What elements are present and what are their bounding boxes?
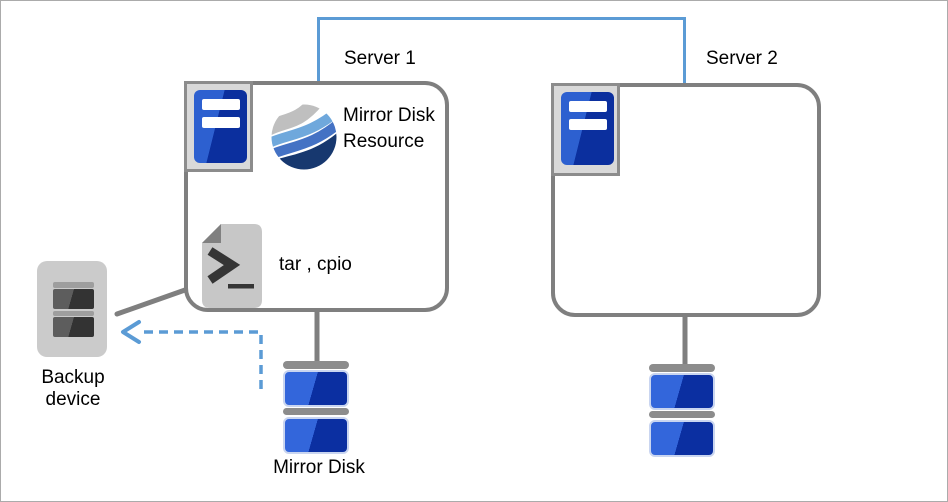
server-drive-bay [569, 101, 607, 112]
tape-slot-bar [53, 282, 94, 288]
tape-drive-icon [37, 261, 107, 357]
server2-server-tower-icon [551, 83, 620, 176]
disk-platter-bar [283, 361, 349, 369]
tape-cartridge [53, 289, 94, 309]
server-drive-bay [202, 99, 240, 110]
mirror-disk-icon-server1 [283, 361, 349, 454]
disk-body [649, 420, 715, 457]
mirror-disk-resource-label: Mirror Disk Resource [343, 105, 435, 152]
disk-body [649, 373, 715, 410]
disk-platter-bar [649, 364, 715, 372]
tape-slot-bar [53, 311, 94, 316]
server-drive-bay [569, 119, 607, 130]
server1-server-tower-icon [184, 81, 253, 172]
server2-title: Server 2 [706, 48, 778, 69]
backup-link-line [114, 287, 188, 317]
backup-dashed-arrow-line [141, 330, 263, 389]
tape-cartridge [53, 317, 94, 337]
disk-body [283, 417, 349, 454]
disk-platter-bar [649, 411, 715, 418]
disk-body [283, 370, 349, 407]
backup-device-label: Backup device [41, 367, 105, 410]
backup-arrowhead-icon [121, 320, 141, 344]
shell-script-icon [202, 224, 262, 308]
mirror-disk-icon-server2 [649, 364, 715, 457]
globe-waves-icon [271, 104, 337, 170]
network-link-line [317, 17, 686, 85]
server-tower-body [561, 92, 614, 165]
server1-title: Server 1 [344, 48, 416, 69]
mirror-disk-label: Mirror Disk [273, 457, 365, 478]
server-drive-bay [202, 117, 240, 128]
server-tower-body [194, 90, 247, 163]
disk-platter-bar [283, 408, 349, 415]
backup-commands-label: tar , cpio [279, 254, 352, 275]
